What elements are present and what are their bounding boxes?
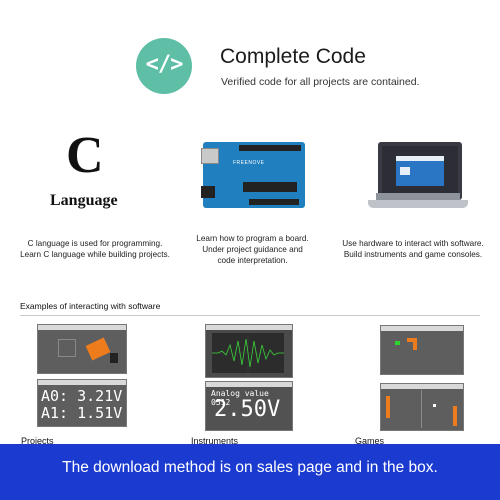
download-banner: The download method is on sales page and…	[0, 444, 500, 500]
voltage-readout: 2.50V	[214, 397, 281, 422]
laptop-icon	[378, 142, 462, 200]
analog-meter-screenshot: Analog value 0512 2.50V	[205, 381, 293, 431]
pong-game-screenshot	[380, 383, 464, 431]
projects-3d-screenshot	[37, 324, 127, 374]
header-subtitle: Verified code for all projects are conta…	[221, 76, 420, 88]
oscilloscope-screenshot	[205, 324, 293, 378]
caption-instruments: Instruments	[191, 436, 239, 446]
a0-readout: A0: 3.21V	[41, 387, 123, 405]
projects-voltage-screenshot: A0: 3.21V A1: 1.51V	[37, 379, 127, 427]
analog-label: Analog value	[211, 389, 269, 398]
caption-projects: Projects	[21, 436, 54, 446]
examples-divider	[20, 315, 480, 316]
header-title: Complete Code	[220, 45, 366, 68]
code-brackets-icon: </>	[136, 38, 192, 94]
a1-readout: A1: 1.51V	[41, 404, 123, 422]
c-language-icon: C	[66, 127, 104, 184]
feature-desc-laptop: Use hardware to interact with software. …	[342, 239, 484, 259]
waveform-graph	[212, 333, 284, 373]
download-text: The download method is on sales page and…	[62, 459, 438, 476]
board-icon: FREENOVE	[201, 142, 305, 208]
code-glyph: </>	[145, 52, 184, 77]
language-word: Language	[50, 192, 118, 209]
analog-value: 0512	[211, 398, 231, 407]
board-logo: FREENOVE	[233, 160, 265, 166]
feature-desc-c: C language is used for programming. Lear…	[20, 239, 170, 259]
snake-game-screenshot	[380, 325, 464, 375]
app-window-icon	[396, 156, 444, 186]
caption-games: Games	[355, 436, 385, 446]
feature-desc-board: Learn how to program a board. Under proj…	[196, 234, 309, 265]
examples-title: Examples of interacting with software	[20, 301, 161, 311]
